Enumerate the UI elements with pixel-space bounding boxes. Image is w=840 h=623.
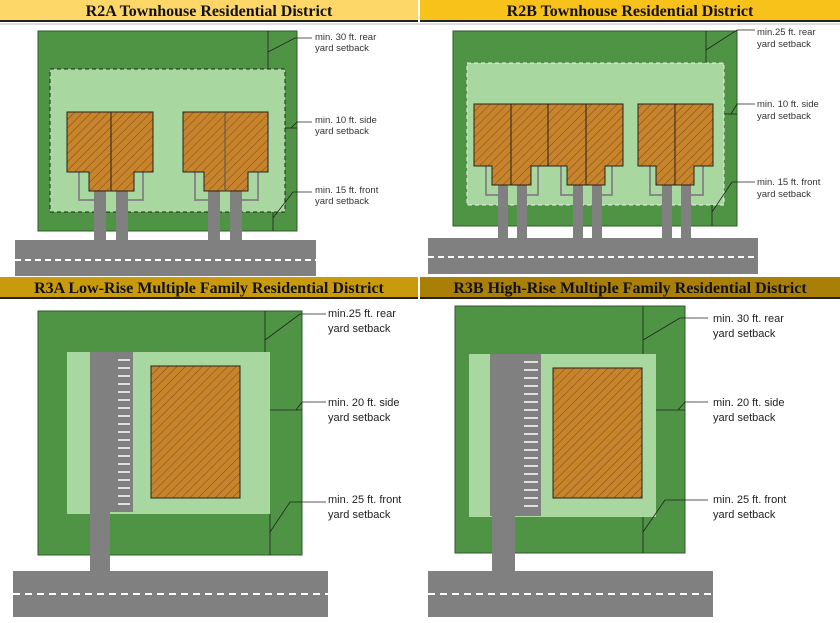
rear-setback-label: min. 30 ft. rear [713, 313, 784, 325]
front-setback-label: min. 25 ft. front [713, 494, 786, 506]
rear-setback-label: min.25 ft. rear [328, 308, 396, 320]
driveway [492, 516, 515, 574]
side-setback-label: min. 10 ft. side [757, 99, 819, 110]
rear-setback-label: yard setback [713, 328, 776, 340]
side-setback-label: min. 10 ft. side [315, 115, 377, 126]
side-setback-label: yard setback [328, 412, 391, 424]
panel-title-r2a: R2A Townhouse Residential District [0, 0, 418, 22]
front-setback-label: yard setback [315, 196, 369, 207]
side-setback-label: yard setback [315, 126, 369, 137]
rear-setback-label: yard setback [757, 39, 811, 50]
side-setback-label: yard setback [757, 111, 811, 122]
r2b-diagram: min.25 ft. rear yard setback min. 10 ft.… [428, 27, 821, 274]
front-setback-label: yard setback [713, 509, 776, 521]
rear-setback-label: min. 30 ft. rear [315, 32, 376, 43]
r3a-diagram: min.25 ft. rear yard setback min. 20 ft.… [13, 308, 401, 617]
driveway [90, 512, 110, 574]
parking-lot [490, 354, 541, 516]
front-setback-label: min. 15 ft. front [757, 177, 821, 188]
front-setback-label: min. 15 ft. front [315, 185, 379, 196]
front-setback-label: yard setback [757, 189, 811, 200]
side-setback-label: min. 20 ft. side [713, 397, 785, 409]
r3b-diagram: min. 30 ft. rear yard setback min. 20 ft… [428, 305, 786, 617]
rear-setback-label: min.25 ft. rear [757, 27, 816, 38]
building [552, 367, 643, 499]
building [150, 365, 241, 499]
rear-setback-label: yard setback [328, 323, 391, 335]
front-setback-label: yard setback [328, 509, 391, 521]
side-setback-label: yard setback [713, 412, 776, 424]
side-setback-label: min. 20 ft. side [328, 397, 400, 409]
road [428, 571, 713, 617]
townhouse-block [66, 111, 154, 192]
panel-title-r3b: R3B High-Rise Multiple Family Residentia… [420, 277, 840, 299]
rear-setback-label: yard setback [315, 43, 369, 54]
panel-title-r3a: R3A Low-Rise Multiple Family Residential… [0, 277, 418, 299]
road [15, 240, 316, 276]
r2a-diagram: min. 30 ft. rear yard setback min. 10 ft… [15, 30, 379, 276]
panel-title-r2b: R2B Townhouse Residential District [420, 0, 840, 22]
front-setback-label: min. 25 ft. front [328, 494, 401, 506]
